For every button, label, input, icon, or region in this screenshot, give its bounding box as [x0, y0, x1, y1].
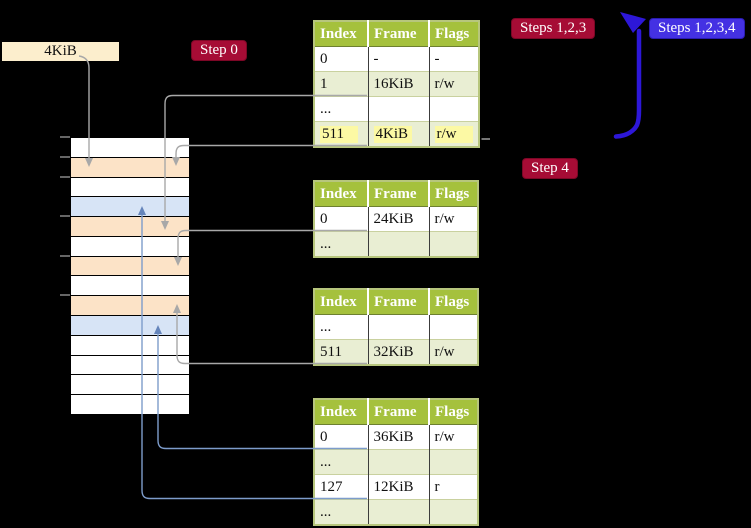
- cell-value: 12KiB: [373, 478, 414, 495]
- table-row: ...: [314, 231, 478, 257]
- cell-value: ...: [320, 503, 332, 520]
- recursive-arrowhead: [620, 12, 646, 33]
- memory-frame-row: [71, 235, 189, 256]
- cell-value: r/w: [434, 125, 473, 143]
- cell-value: 511: [320, 125, 358, 143]
- cell-value: r/w: [434, 343, 455, 360]
- cell-value: 511: [320, 343, 342, 360]
- memory-tick: [60, 136, 70, 138]
- table-header-row: Index Frame Flags: [314, 399, 478, 425]
- table-row: 1 16KiB r/w: [314, 71, 479, 97]
- column-header-flags: Flags: [429, 289, 478, 315]
- cell-value: -: [373, 50, 379, 67]
- page-table-2: Index Frame Flags 0 24KiB r/w ...: [313, 180, 479, 258]
- table-row-highlighted: 511 4KiB r/w: [314, 121, 479, 147]
- memory-frame-row: [71, 176, 189, 197]
- memory-frame-row: [71, 354, 189, 375]
- memory-frame-row: [71, 374, 189, 395]
- table-row: 0 24KiB r/w: [314, 206, 478, 232]
- page-table-3: Index Frame Flags ... 511 32KiB r/w: [313, 288, 479, 366]
- table-row: ...: [314, 96, 479, 122]
- cell-value: ...: [320, 318, 332, 335]
- table-row: 511 32KiB r/w: [314, 339, 478, 365]
- step4-label: Step 4: [522, 158, 578, 179]
- memory-frame-row: [71, 315, 189, 335]
- cell-value: 1: [320, 75, 328, 92]
- memory-frame-row: [71, 295, 189, 316]
- cell-value: r/w: [434, 210, 455, 227]
- cell-value: 0: [320, 50, 328, 67]
- physical-memory-stack: [70, 137, 190, 415]
- cell-value: 4KiB: [373, 125, 412, 143]
- cell-value: 32KiB: [373, 343, 414, 360]
- page-table-4: Index Frame Flags 0 36KiB r/w ... 127 12…: [313, 398, 479, 526]
- memory-tick: [60, 215, 70, 217]
- memory-frame-row: [71, 255, 189, 276]
- cell-value: ...: [320, 235, 332, 252]
- memory-frame-row: [71, 216, 189, 236]
- table-header-row: Index Frame Flags: [314, 21, 479, 47]
- steps123-label: Steps 1,2,3: [511, 18, 596, 39]
- table-row: 127 12KiB r: [314, 474, 478, 500]
- column-header-flags: Flags: [429, 399, 478, 425]
- cell-value: 0: [320, 428, 328, 445]
- cell-value: r/w: [434, 428, 455, 445]
- table-header-row: Index Frame Flags: [314, 181, 478, 207]
- column-header-index: Index: [314, 289, 369, 315]
- column-header-frame: Frame: [368, 181, 430, 207]
- table-row: 0 36KiB r/w: [314, 424, 478, 450]
- cell-value: ...: [320, 100, 332, 117]
- cell-value: 0: [320, 210, 328, 227]
- memory-frame-row: [71, 156, 189, 177]
- column-header-frame: Frame: [368, 289, 430, 315]
- cell-value: 16KiB: [373, 75, 414, 92]
- cell-value: r/w: [434, 75, 455, 92]
- column-header-index: Index: [314, 181, 369, 207]
- column-header-flags: Flags: [429, 181, 478, 207]
- column-header-index: Index: [314, 399, 369, 425]
- memory-frame-row: [71, 334, 189, 355]
- cell-value: r: [434, 478, 440, 495]
- table-row: ...: [314, 449, 478, 475]
- cell-value: 36KiB: [373, 428, 414, 445]
- memory-frame-row: [71, 275, 189, 296]
- table-header-row: Index Frame Flags: [314, 289, 478, 315]
- step0-label: Step 0: [191, 40, 247, 61]
- table-row: ...: [314, 314, 478, 340]
- memory-frame-row: [71, 138, 189, 157]
- memory-tick: [60, 156, 70, 158]
- page-table-1: Index Frame Flags 0 - - 1 16KiB r/w ...: [313, 20, 480, 148]
- recursive-arrow: [613, 28, 642, 139]
- memory-tick: [60, 255, 70, 257]
- memory-tick: [60, 294, 70, 296]
- column-header-frame: Frame: [368, 399, 430, 425]
- column-header-flags: Flags: [429, 21, 479, 47]
- column-header-frame: Frame: [368, 21, 430, 47]
- cell-value: 24KiB: [373, 210, 414, 227]
- memory-tick: [60, 176, 70, 178]
- table-row: ...: [314, 499, 478, 525]
- frame-size-label: 4KiB: [2, 42, 119, 61]
- memory-frame-row: [71, 196, 189, 217]
- memory-frame-row: [71, 394, 189, 414]
- cell-value: 127: [320, 478, 343, 495]
- table-row: 0 - -: [314, 46, 479, 72]
- steps1234-label: Steps 1,2,3,4: [649, 18, 745, 39]
- cell-value: -: [434, 50, 440, 67]
- cell-value: ...: [320, 453, 332, 470]
- column-header-index: Index: [314, 21, 369, 47]
